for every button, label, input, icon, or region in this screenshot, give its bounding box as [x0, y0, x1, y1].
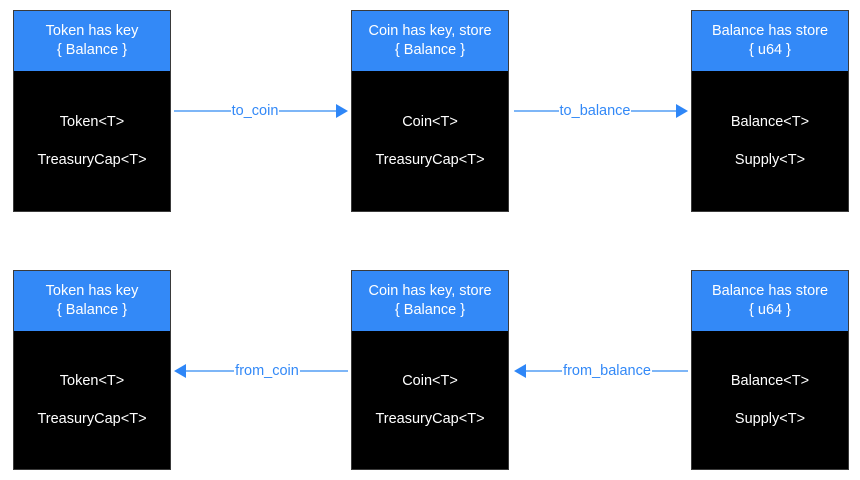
node-header-line-1: Token has key — [45, 283, 139, 299]
node-header-line-2: { Balance } — [394, 302, 466, 318]
edge-to-balance: to_balance — [514, 99, 689, 123]
arrow-line — [279, 110, 337, 112]
node-body-token-top: Token<T> TreasuryCap<T> — [14, 71, 170, 211]
arrow-head-left-icon — [174, 364, 186, 378]
arrow-head-right-icon — [676, 104, 689, 118]
edge-label-to-coin: to_coin — [231, 103, 279, 119]
node-header-balance-top: Balance has store { u64 } — [692, 11, 848, 71]
node-header-coin-bottom: Coin has key, store { Balance } — [352, 271, 508, 331]
node-header-token-bottom: Token has key { Balance } — [14, 271, 170, 331]
edge-label-from-coin: from_coin — [235, 363, 299, 379]
node-body-line-1: Coin<T> — [402, 114, 458, 130]
node-balance-bottom[interactable]: Balance has store { u64 } Balance<T> Sup… — [691, 270, 849, 470]
edge-label-to-balance: to_balance — [559, 103, 631, 119]
node-body-token-bottom: Token<T> TreasuryCap<T> — [14, 331, 170, 469]
node-body-line-1: Balance<T> — [730, 114, 810, 130]
node-header-balance-bottom: Balance has store { u64 } — [692, 271, 848, 331]
node-header-line-2: { Balance } — [56, 42, 128, 58]
node-coin-bottom[interactable]: Coin has key, store { Balance } Coin<T> … — [351, 270, 509, 470]
node-body-coin-top: Coin<T> TreasuryCap<T> — [352, 71, 508, 211]
node-header-line-1: Balance has store — [711, 283, 829, 299]
node-header-line-1: Token has key — [45, 23, 139, 39]
node-body-coin-bottom: Coin<T> TreasuryCap<T> — [352, 331, 508, 469]
arrow-line — [631, 110, 677, 112]
node-body-line-1: Balance<T> — [730, 373, 810, 389]
arrow-head-right-icon — [336, 104, 349, 118]
arrow-line — [186, 370, 235, 372]
node-body-line-1: Token<T> — [59, 373, 125, 389]
node-header-line-2: { u64 } — [749, 302, 791, 318]
node-coin-top[interactable]: Coin has key, store { Balance } Coin<T> … — [351, 10, 509, 212]
node-body-line-2: TreasuryCap<T> — [37, 152, 147, 168]
edge-label-from-balance: from_balance — [563, 363, 651, 379]
edge-to-coin: to_coin — [174, 99, 349, 123]
node-header-line-2: { u64 } — [749, 42, 791, 58]
node-body-line-1: Token<T> — [59, 114, 125, 130]
node-header-coin-top: Coin has key, store { Balance } — [352, 11, 508, 71]
node-body-balance-top: Balance<T> Supply<T> — [692, 71, 848, 211]
arrow-head-left-icon — [514, 364, 526, 378]
edge-from-balance: from_balance — [514, 359, 689, 383]
node-header-line-2: { Balance } — [56, 302, 128, 318]
node-header-line-1: Coin has key, store — [368, 283, 492, 299]
node-body-balance-bottom: Balance<T> Supply<T> — [692, 331, 848, 469]
node-body-line-2: TreasuryCap<T> — [375, 411, 485, 427]
node-balance-top[interactable]: Balance has store { u64 } Balance<T> Sup… — [691, 10, 849, 212]
node-body-line-1: Coin<T> — [402, 373, 458, 389]
node-token-top[interactable]: Token has key { Balance } Token<T> Treas… — [13, 10, 171, 212]
node-header-token-top: Token has key { Balance } — [14, 11, 170, 71]
arrow-line — [174, 110, 231, 112]
node-header-line-1: Balance has store — [711, 23, 829, 39]
node-body-line-2: TreasuryCap<T> — [375, 152, 485, 168]
node-body-line-2: Supply<T> — [734, 411, 806, 427]
edge-from-coin: from_coin — [174, 359, 349, 383]
node-header-line-2: { Balance } — [394, 42, 466, 58]
arrow-line — [299, 370, 349, 372]
arrow-line — [514, 110, 559, 112]
arrow-line — [651, 370, 689, 372]
node-header-line-1: Coin has key, store — [368, 23, 492, 39]
node-token-bottom[interactable]: Token has key { Balance } Token<T> Treas… — [13, 270, 171, 470]
node-body-line-2: Supply<T> — [734, 152, 806, 168]
arrow-line — [526, 370, 563, 372]
node-body-line-2: TreasuryCap<T> — [37, 411, 147, 427]
